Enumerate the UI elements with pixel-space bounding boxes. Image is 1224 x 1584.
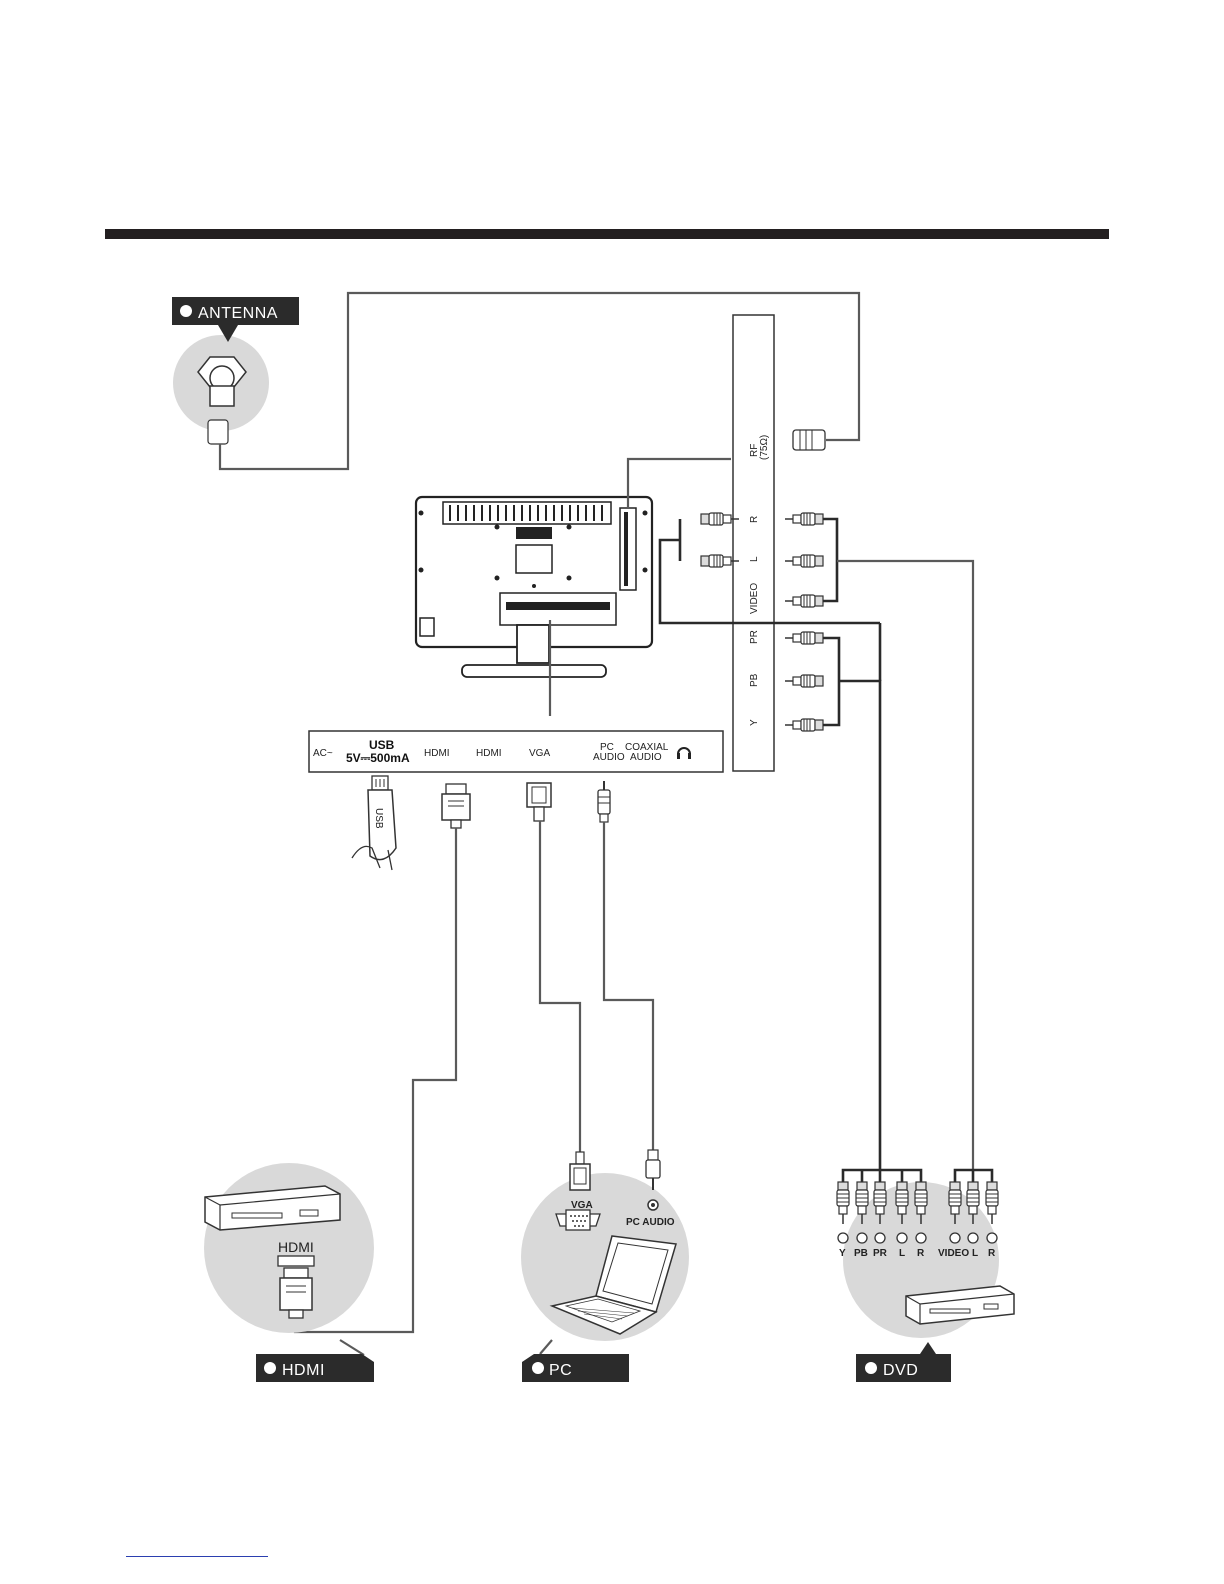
vga-plug-icon: [527, 783, 551, 821]
bottom-port-panel: AC~ USB 5V⎓500mA HDMI HDMI VGA PC AUDIO …: [309, 731, 723, 772]
hdmi1-port-label: HDMI: [424, 748, 450, 759]
header-rule: [105, 229, 1109, 239]
hdmi-device-port-label: HDMI: [278, 1239, 314, 1255]
dvd-jack-label-l: L: [899, 1248, 905, 1259]
rca-plug-y-icon: [785, 719, 823, 731]
tv-rear-view: [416, 497, 652, 677]
dvd-jack-label-y: Y: [839, 1248, 846, 1259]
footer-link-underline: [126, 1556, 268, 1557]
pr-port-label: PR: [749, 630, 760, 644]
pb-port-label: PB: [749, 673, 760, 687]
y-port-label: Y: [749, 719, 760, 726]
rf-plug-icon: [793, 430, 825, 450]
pc-audio-label: PC AUDIO: [626, 1217, 675, 1228]
usb-stick-icon: USB: [352, 776, 396, 870]
dvd-jack-label-r2: R: [988, 1248, 996, 1259]
av-bracket: [823, 519, 837, 601]
dvd-component-bracket: [843, 1170, 921, 1182]
component-bracket: [823, 638, 839, 725]
component-cable: [839, 681, 880, 1170]
ac-port-label: AC~: [313, 748, 333, 759]
av-cable: [837, 561, 973, 1170]
dvd-tag-pointer: [920, 1342, 936, 1354]
pc-audio-cable: [604, 822, 653, 1150]
l-port-label: L: [749, 556, 760, 562]
antenna-label: ANTENNA: [198, 305, 278, 322]
dvd-jack-label-l2: L: [972, 1248, 978, 1259]
vga-cable: [540, 821, 580, 1152]
coaxial-port-label-2: AUDIO: [630, 752, 662, 763]
vga-cable-plug-icon: [570, 1152, 590, 1190]
rca-plug-l-icon: [785, 555, 823, 567]
hdmi-tag-pointer: [340, 1340, 364, 1355]
hdmi2-port-label: HDMI: [476, 748, 502, 759]
dvd-label: DVD: [883, 1362, 918, 1379]
rf-ohm-label: (75Ω): [759, 435, 770, 460]
hdmi-device-callout: HDMI: [204, 1163, 374, 1333]
rca-plug-pb-icon: [785, 675, 823, 687]
hdmi-tag: HDMI: [256, 1354, 374, 1382]
dvd-jack-label-pr: PR: [873, 1248, 888, 1259]
rca-plug-pr-icon: [785, 632, 823, 644]
hdmi-label: HDMI: [282, 1362, 325, 1379]
video-port-label: VIDEO: [749, 583, 760, 614]
side-port-panel: RF (75Ω) R L VIDEO PR PB Y: [733, 315, 774, 771]
vga-port-label: VGA: [529, 748, 550, 759]
pc-vga-label: VGA: [571, 1200, 593, 1211]
usb-rating-label: 5V⎓500mA: [346, 751, 410, 765]
antenna-plug-icon: [208, 420, 228, 444]
r-port-label: R: [749, 516, 760, 523]
dvd-tag: DVD: [856, 1354, 951, 1382]
dvd-device-callout: Y PB PR L R VIDEO L R: [837, 1170, 1014, 1338]
pc-tag-pointer: [540, 1340, 552, 1354]
rca-plug-r-icon: [785, 513, 823, 525]
hdmi-plug-icon: [442, 784, 470, 828]
pc-tag: PC: [522, 1354, 629, 1382]
dvd-jack-label-r: R: [917, 1248, 925, 1259]
dvd-jack-label-pb: PB: [854, 1248, 868, 1259]
antenna-callout: ANTENNA: [172, 297, 299, 444]
dvd-jack-label-video: VIDEO: [938, 1248, 969, 1259]
pc-audio-plug-icon: [598, 781, 610, 822]
pc-device-callout: VGA PC AUDIO: [521, 1150, 689, 1341]
dvd-jacks: [838, 1233, 997, 1243]
rca-plug-video-icon: [785, 595, 823, 607]
usb-port-label: USB: [369, 738, 395, 752]
pc-label: PC: [549, 1362, 572, 1379]
usb-stick-label: USB: [373, 808, 384, 829]
pc-audio-port-label-2: AUDIO: [593, 752, 625, 763]
